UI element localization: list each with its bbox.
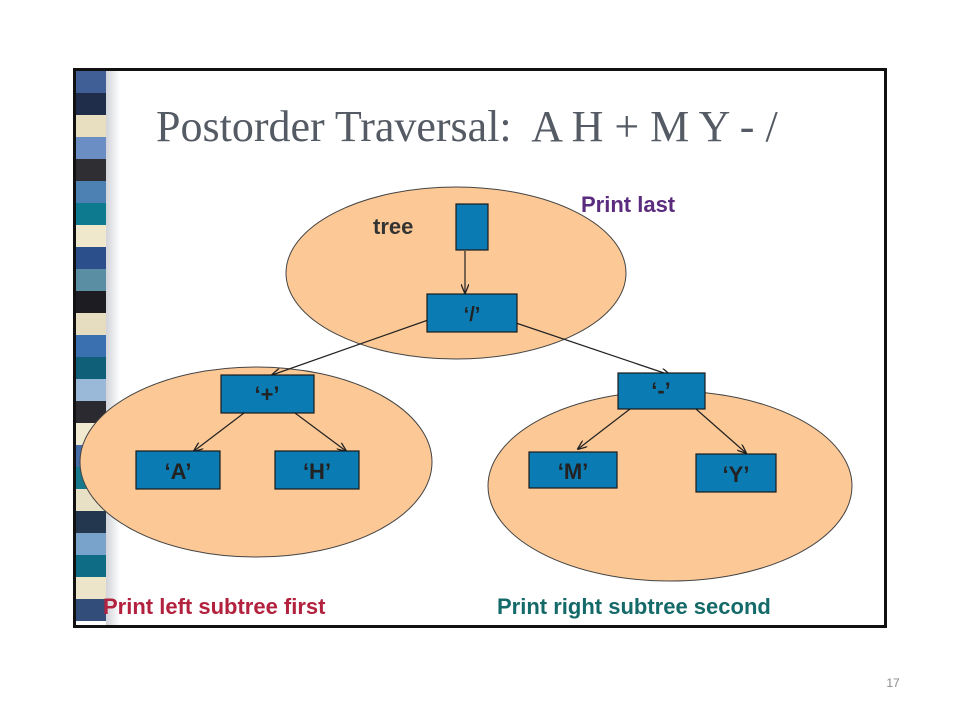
strip-square — [76, 577, 106, 599]
strip-square — [76, 555, 106, 577]
node-a: ‘A’ — [135, 450, 221, 490]
strip-square — [76, 247, 106, 269]
strip-square — [76, 291, 106, 313]
root-subtree-ellipse — [285, 186, 627, 360]
strip-square — [76, 115, 106, 137]
edge-minus-to-y — [695, 408, 746, 453]
edge-root-to-minus — [515, 322, 670, 375]
strip-square — [76, 401, 106, 423]
strip-square — [76, 203, 106, 225]
slide-title: Postorder Traversal: A H + M Y - / — [156, 102, 778, 151]
edge-plus-to-a — [194, 412, 245, 451]
node-h-label: ‘H’ — [303, 459, 331, 484]
node-minus-label: ‘-’ — [651, 378, 671, 403]
edge-minus-to-m — [578, 408, 631, 449]
strip-square — [76, 313, 106, 335]
node-root-label: ‘/’ — [464, 304, 481, 326]
slide-frame: Postorder Traversal: A H + M Y - / tree … — [73, 68, 887, 628]
strip-square — [76, 71, 106, 93]
decorative-left-strip — [76, 71, 106, 625]
strip-square — [76, 93, 106, 115]
caption-print-right: Print right subtree second — [497, 594, 771, 619]
node-y-label: ‘Y’ — [723, 462, 750, 487]
strip-square — [76, 533, 106, 555]
node-minus: ‘-’ — [617, 372, 706, 410]
node-plus-label: ‘+’ — [254, 382, 279, 407]
edge-root-to-plus — [272, 318, 432, 375]
strip-square — [76, 511, 106, 533]
left-subtree-ellipse — [79, 366, 433, 558]
strip-square — [76, 379, 106, 401]
strip-square — [76, 181, 106, 203]
strip-square — [76, 269, 106, 291]
node-m-label: ‘M’ — [558, 459, 589, 484]
caption-print-left: Print left subtree first — [103, 594, 326, 619]
node-h: ‘H’ — [274, 450, 360, 490]
tree-label: tree — [373, 214, 413, 239]
strip-square — [76, 599, 106, 621]
strip-square — [76, 357, 106, 379]
tree-diagram: Postorder Traversal: A H + M Y - / tree … — [79, 102, 853, 619]
node-a-label: ‘A’ — [165, 459, 192, 484]
tree-pointer-box — [455, 203, 489, 251]
node-root: ‘/’ — [426, 293, 518, 333]
strip-square — [76, 225, 106, 247]
slide-page-number: 17 — [886, 676, 900, 690]
edge-plus-to-h — [294, 412, 346, 451]
node-y: ‘Y’ — [695, 453, 777, 493]
strip-square — [76, 159, 106, 181]
node-m: ‘M’ — [528, 451, 618, 489]
strip-square — [76, 335, 106, 357]
strip-square — [76, 137, 106, 159]
node-plus: ‘+’ — [220, 374, 315, 414]
caption-print-last: Print last — [581, 192, 676, 217]
